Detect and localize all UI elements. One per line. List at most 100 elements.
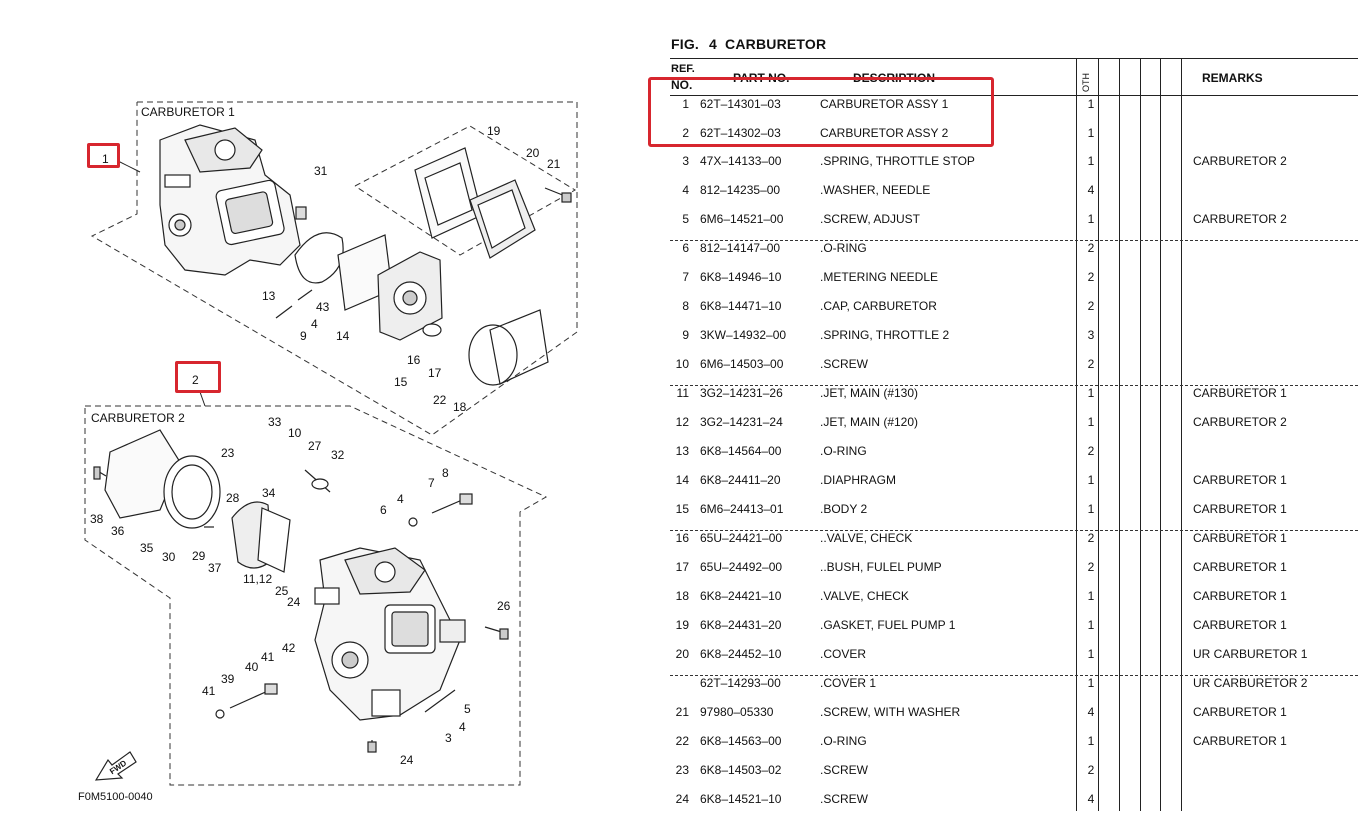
cell-description: .O-RING — [820, 241, 867, 255]
callout-num: 19 — [487, 124, 501, 138]
cell-remarks: CARBURETOR 1 — [1193, 502, 1287, 516]
cell-qty: 1 — [1087, 502, 1095, 516]
header-bottom-rule — [670, 95, 1358, 96]
callout-num: 27 — [308, 439, 322, 453]
cell-description: .SCREW — [820, 763, 868, 777]
cell-qty: 4 — [1087, 792, 1095, 806]
col-rule — [1140, 58, 1141, 811]
cell-qty: 2 — [1087, 560, 1095, 574]
callout-num: 37 — [208, 561, 222, 575]
cell-ref: 23 — [675, 763, 689, 777]
cell-qty: 3 — [1087, 328, 1095, 342]
callout-num: 21 — [547, 157, 561, 171]
cell-remarks: UR CARBURETOR 2 — [1193, 676, 1308, 690]
cell-remarks: CARBURETOR 1 — [1193, 705, 1287, 719]
cell-part-no: 812–14147–00 — [700, 241, 781, 255]
cell-qty: 1 — [1087, 212, 1095, 226]
fwd-arrow — [94, 751, 137, 781]
cell-ref: 14 — [675, 473, 689, 487]
cell-qty: 1 — [1087, 386, 1095, 400]
header-top-rule — [670, 58, 1358, 59]
cell-ref: 8 — [682, 299, 689, 313]
cell-ref: 6 — [682, 241, 689, 255]
cell-ref: 11 — [676, 386, 689, 400]
callout-num: 6 — [380, 503, 387, 517]
cell-description: .GASKET, FUEL PUMP 1 — [820, 618, 956, 632]
cell-qty: 2 — [1087, 241, 1095, 255]
cell-description: .SCREW, WITH WASHER — [820, 705, 961, 719]
parts-table: REF. NO. PART NO. DESCRIPTION OTH REMARK… — [640, 0, 1358, 811]
cell-description: .COVER — [820, 647, 867, 661]
cell-qty: 2 — [1087, 763, 1095, 777]
header-remarks: REMARKS — [1202, 71, 1263, 85]
callout-2-highlight — [175, 361, 221, 393]
table-row[interactable]: 6 812–14147–00 .O-RING 2 — [640, 241, 1358, 270]
callout-num: 15 — [394, 375, 408, 389]
cell-ref: 16 — [675, 531, 689, 545]
cell-remarks: CARBURETOR 1 — [1193, 531, 1287, 545]
oring-18 — [468, 324, 518, 386]
callout-num: 10 — [288, 426, 302, 440]
cell-part-no: 65U–24421–00 — [700, 531, 783, 545]
cell-qty: 1 — [1087, 97, 1095, 111]
cell-description: .METERING NEEDLE — [820, 270, 939, 284]
callout-2: 2 — [192, 373, 199, 387]
cell-ref: 19 — [675, 618, 689, 632]
cell-ref: 13 — [675, 444, 689, 458]
callout-num: 36 — [111, 524, 125, 538]
callout-num: 33 — [268, 415, 282, 429]
callout-num: 17 — [428, 366, 442, 380]
cell-ref: 17 — [675, 560, 689, 574]
cell-qty: 2 — [1087, 357, 1095, 371]
diaphragm-35 — [163, 455, 221, 529]
callout-1-highlight — [87, 143, 120, 168]
cell-part-no: 3G2–14231–24 — [700, 415, 783, 429]
cell-part-no: 6M6–14521–00 — [700, 212, 784, 226]
col-rule — [1119, 58, 1120, 811]
figure-name: CARBURETOR — [725, 36, 827, 52]
header-ref: REF. — [671, 63, 695, 75]
cell-ref: 4 — [682, 183, 689, 197]
cell-remarks: CARBURETOR 2 — [1193, 212, 1287, 226]
callout-1: 1 — [102, 152, 109, 166]
callout-num: 22 — [433, 393, 447, 407]
cell-remarks: CARBURETOR 1 — [1193, 734, 1287, 748]
col-rule — [1181, 58, 1182, 811]
group-separator — [670, 530, 1358, 531]
cell-qty: 2 — [1087, 299, 1095, 313]
carburetor2-label: CARBURETOR 2 — [91, 411, 185, 425]
figure-label: FIG. — [671, 36, 700, 52]
callout-num: 28 — [226, 491, 240, 505]
cell-qty: 2 — [1087, 531, 1095, 545]
carburetor1-label: CARBURETOR 1 — [141, 105, 235, 119]
group-separator — [670, 385, 1358, 386]
cell-description: .SCREW — [820, 357, 868, 371]
cover-36 — [104, 429, 181, 519]
cell-description: .JET, MAIN (#130) — [820, 386, 919, 400]
